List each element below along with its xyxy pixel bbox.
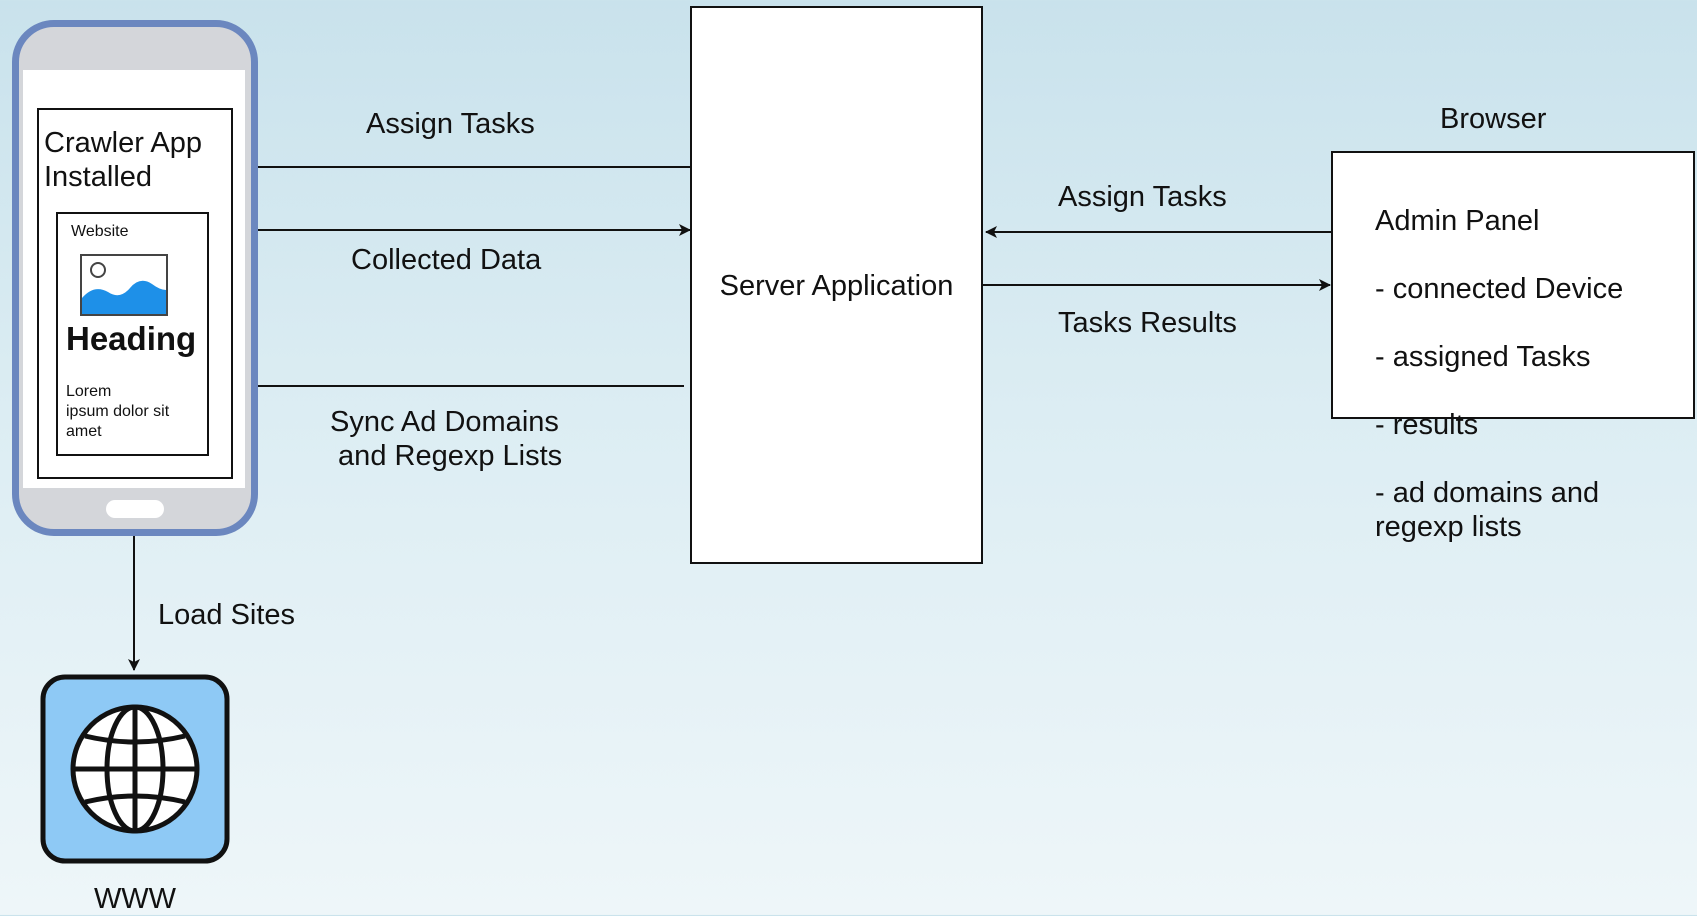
admin-panel-box — [1331, 151, 1695, 419]
collected-data-label: Collected Data — [351, 244, 542, 276]
website-body-text: Lorem ipsum dolor sit amet — [66, 383, 170, 440]
admin-panel-item: - connected Device — [1375, 273, 1624, 305]
assign-tasks-right-label: Assign Tasks — [1058, 181, 1227, 213]
admin-panel-content: Admin Panel - connected Device - assigne… — [1375, 170, 1623, 578]
admin-panel-item: - ad domains and regexp lists — [1375, 477, 1600, 543]
website-box — [56, 212, 209, 456]
image-icon — [80, 254, 168, 316]
admin-panel-title: Admin Panel — [1375, 205, 1540, 237]
crawler-app-label: Crawler App Installed — [44, 127, 202, 193]
website-label: Website — [71, 223, 129, 240]
admin-panel-item: - results — [1375, 409, 1479, 441]
tasks-results-label: Tasks Results — [1058, 307, 1237, 339]
browser-title: Browser — [1440, 103, 1547, 135]
load-sites-label: Load Sites — [158, 599, 296, 631]
website-heading: Heading — [66, 320, 197, 357]
www-label: WWW — [93, 883, 177, 915]
server-application-label: Server Application — [719, 270, 954, 302]
globe-icon — [40, 674, 230, 864]
sync-lists-label: Sync Ad Domains and Regexp Lists — [330, 406, 563, 472]
assign-tasks-left-label: Assign Tasks — [366, 108, 535, 140]
server-application-box — [690, 6, 983, 564]
phone-home-button — [106, 500, 164, 518]
admin-panel-item: - assigned Tasks — [1375, 341, 1591, 373]
